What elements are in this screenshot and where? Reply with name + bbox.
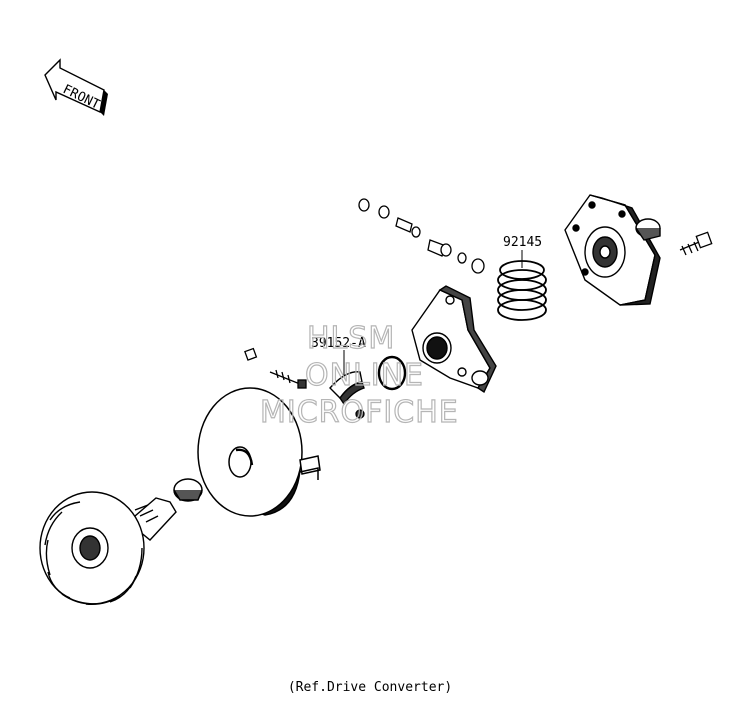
watermark-line-2: ONLINE xyxy=(305,358,424,393)
watermark: HLSM ONLINE MICROFICHE xyxy=(259,320,459,430)
watermark-line-1: HLSM xyxy=(307,321,395,356)
front-arrow-icon: FRONT xyxy=(44,58,108,116)
rollers-group xyxy=(358,198,485,274)
bolt xyxy=(679,231,713,256)
spider-assembly xyxy=(411,285,497,394)
watermark-line-3: MICROFICHE xyxy=(260,395,459,430)
bushing xyxy=(635,218,661,241)
spring xyxy=(497,260,547,321)
callout-label-spring: 92145 xyxy=(503,235,542,250)
fixed-sheave xyxy=(39,491,177,606)
movable-sheave xyxy=(197,387,321,517)
collar xyxy=(173,478,203,502)
weight xyxy=(329,371,365,406)
diagram-caption: (Ref.Drive Converter) xyxy=(287,680,453,695)
pins-group xyxy=(244,347,365,419)
rear-cover-plate xyxy=(564,194,661,306)
callout-label-weight: 39152-A xyxy=(311,336,366,351)
retaining-ring xyxy=(377,355,407,391)
